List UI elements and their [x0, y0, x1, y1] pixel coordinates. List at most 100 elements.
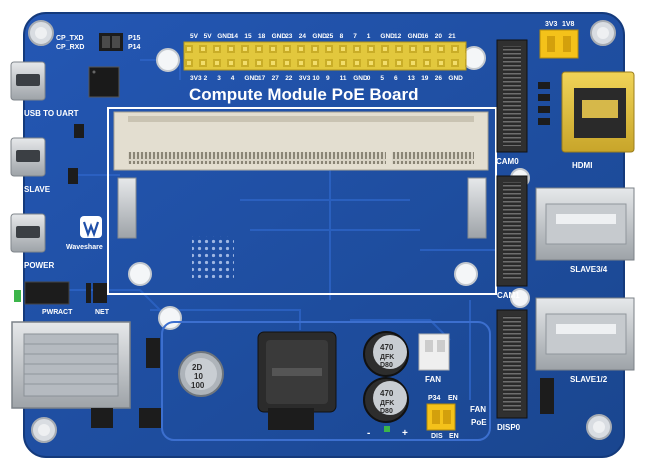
gpio-pin-label: 22 — [285, 75, 293, 82]
poe-fan-jumper — [426, 403, 456, 431]
gpio-pin-label: GND — [217, 33, 232, 40]
en-label: EN — [448, 395, 458, 402]
mounting-holes — [28, 20, 616, 443]
fan-label: FAN — [425, 375, 441, 384]
slave-usb-port — [10, 137, 46, 177]
board-title: Compute Module PoE Board — [189, 85, 419, 104]
gpio-pin-label: 16 — [421, 33, 429, 40]
gpio-pin-label: 10 — [312, 75, 320, 82]
gpio-pin-label: 13 — [408, 75, 416, 82]
hdmi-port — [561, 71, 635, 153]
gpio-pin-label: 5 — [380, 75, 384, 82]
waveshare-logo: Waveshare — [66, 216, 103, 251]
gpio-pin-label: 0 — [367, 75, 371, 82]
gpio-pin-label: GND — [353, 75, 368, 82]
regulator-chip — [268, 408, 314, 430]
status-led — [384, 426, 390, 432]
voltage-jumper — [539, 29, 579, 59]
gpio-pin-label: 21 — [448, 33, 456, 40]
gpio-pin-label: 20 — [435, 33, 443, 40]
gpio-pin-label: 17 — [258, 75, 266, 82]
gpio-pin-label: 2 — [204, 75, 208, 82]
power-area-outline — [161, 321, 491, 441]
large-capacitor-bottom: 470 ДFK D80 — [363, 377, 409, 423]
gpio-pin-label: GND — [380, 33, 395, 40]
gpio-pin-label: 7 — [353, 33, 357, 40]
small-cap-line2: 10 — [194, 372, 203, 381]
slave12-label: SLAVE1/2 — [570, 375, 608, 384]
gpio-pin-label: 26 — [435, 75, 443, 82]
cp-rxd-label: CP_RXD — [56, 44, 84, 51]
gpio-pin-label: 23 — [285, 33, 293, 40]
gpio-header — [183, 41, 467, 71]
gpio-pin-label: 4 — [231, 75, 235, 82]
1v8-label: 1V8 — [562, 21, 575, 28]
cap-bottom-line1: 470 — [380, 389, 394, 398]
plus-label: + — [402, 428, 408, 439]
slave34-usb-port — [535, 187, 635, 261]
bga-footprint — [192, 236, 234, 278]
disp0-label: DISP0 — [497, 423, 521, 432]
usb-to-uart-label: USB TO UART — [24, 109, 79, 118]
cam0-connector — [496, 39, 528, 153]
usb-uart-port — [10, 61, 46, 101]
gpio-pin-label: 24 — [299, 33, 307, 40]
large-capacitor-top: 470 ДFK D80 — [363, 331, 409, 377]
small-capacitor: 2D 10 100 — [178, 351, 224, 397]
dis-label: DIS — [431, 433, 443, 440]
gpio-pin-label: 11 — [340, 75, 347, 82]
hdmi-label: HDMI — [572, 161, 592, 170]
power-usb-port — [10, 213, 46, 253]
cp-txd-label: CP_TXD — [56, 35, 84, 42]
p15-label: P15 — [128, 35, 141, 42]
gpio-pin-label: 14 — [231, 33, 239, 40]
gpio-pin-label: 27 — [272, 75, 280, 82]
gpio-pin-label: 18 — [258, 33, 266, 40]
gpio-pin-label: 5V — [190, 33, 199, 40]
p34-label: P34 — [428, 395, 441, 402]
brand-label: Waveshare — [66, 244, 103, 251]
cap-top-line3: D80 — [380, 362, 393, 369]
gpio-pin-label: 5V — [204, 33, 213, 40]
gpio-pin-label: GND — [272, 33, 287, 40]
gpio-pin-label: 8 — [340, 33, 344, 40]
slave-label: SLAVE — [24, 185, 51, 194]
slave12-usb-port — [535, 297, 635, 371]
fan-connector — [418, 333, 450, 371]
gpio-pin-label: 3 — [217, 75, 221, 82]
gpio-pin-label: 6 — [394, 75, 398, 82]
gpio-pin-label: 15 — [244, 33, 252, 40]
disp0-connector — [496, 309, 528, 419]
smd-components — [68, 124, 554, 414]
gpio-pin-label: GND — [408, 33, 423, 40]
small-cap-line3: 100 — [191, 381, 205, 390]
hdmi-esd-chips — [538, 82, 550, 125]
gpio-pin-label: 3V3 — [299, 75, 311, 82]
cam1-connector — [496, 175, 528, 287]
pwr-label: PWR — [42, 309, 58, 316]
cam0-label: CAM0 — [496, 157, 519, 166]
compute-module-socket — [107, 107, 497, 295]
gpio-pin-label: GND — [244, 75, 259, 82]
gpio-pin-label: GND — [448, 75, 463, 82]
cap-top-line2: ДFK — [380, 354, 394, 361]
net-label: NET — [95, 309, 110, 316]
slave34-label: SLAVE3/4 — [570, 265, 608, 274]
ethernet-port — [11, 321, 131, 409]
gpio-pin-label: GND — [312, 33, 327, 40]
poe-label: PoE — [471, 418, 487, 427]
gpio-pin-label: 25 — [326, 33, 334, 40]
cap-top-line1: 470 — [380, 343, 394, 352]
cap-bottom-line2: ДFK — [380, 400, 394, 407]
minus-label: - — [367, 428, 370, 439]
power-label: POWER — [24, 261, 54, 270]
fan2-label: FAN — [470, 405, 486, 414]
p14-label: P14 — [128, 44, 141, 51]
power-switch — [24, 281, 70, 305]
gpio-pin-label: 19 — [421, 75, 429, 82]
small-cap-line1: 2D — [192, 363, 202, 372]
gpio-pin-label: 1 — [367, 33, 371, 40]
